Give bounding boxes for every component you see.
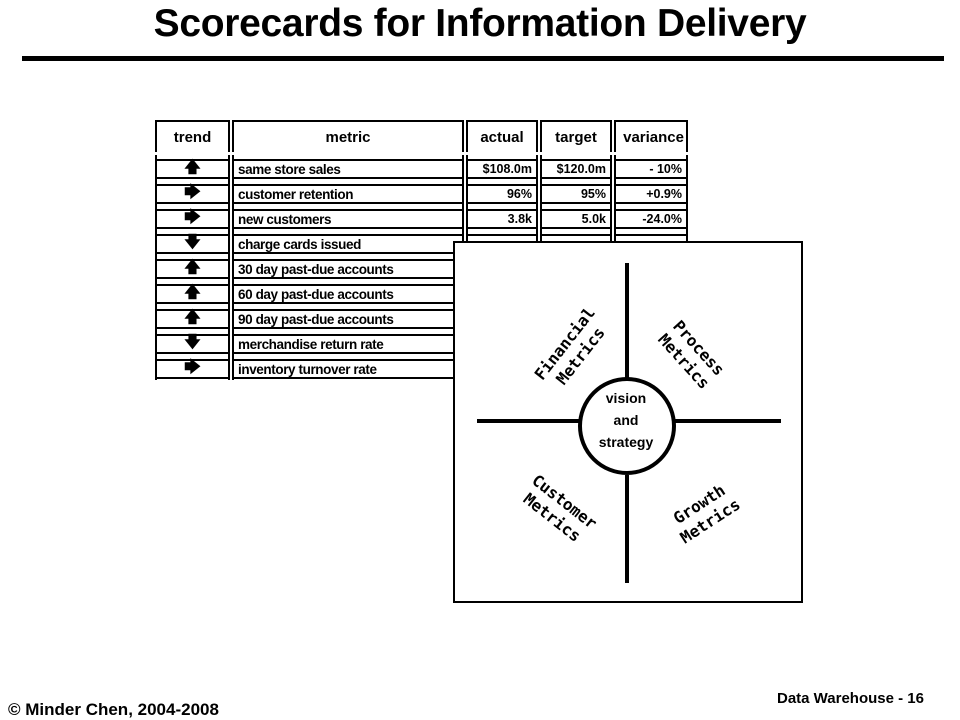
header-trend: trend — [155, 120, 230, 152]
row-1-actual: 96% — [466, 184, 538, 204]
arrow-right-icon: 🡆 — [155, 184, 230, 204]
row-0-actual: $108.0m — [466, 159, 538, 179]
center-line-3: strategy — [598, 434, 654, 450]
vision-and-strategy: vision and strategy — [598, 387, 654, 453]
row-0-target: $120.0m — [540, 159, 612, 179]
row-0-variance: - 10% — [614, 159, 688, 179]
arrow-up-icon: 🡅 — [155, 284, 230, 304]
row-4-metric: 30 day past-due accounts — [232, 259, 464, 279]
row-2-target: 5.0k — [540, 209, 612, 229]
slide-title: Scorecards for Information Delivery — [153, 2, 807, 45]
row-1-target: 95% — [540, 184, 612, 204]
arrow-down-icon: 🡇 — [155, 234, 230, 254]
row-8-metric: inventory turnover rate — [232, 359, 464, 379]
center-line-1: vision — [605, 390, 647, 406]
row-2-variance: -24.0% — [614, 209, 688, 229]
header-metric: metric — [232, 120, 464, 152]
row-2-actual: 3.8k — [466, 209, 538, 229]
row-7-metric: merchandise return rate — [232, 334, 464, 354]
balanced-scorecard-diagram — [453, 241, 803, 603]
arrow-right-icon: 🡆 — [155, 359, 230, 379]
center-line-2: and — [613, 412, 639, 428]
row-1-metric: customer retention — [232, 184, 464, 204]
arrow-up-icon: 🡅 — [155, 259, 230, 279]
row-6-metric: 90 day past-due accounts — [232, 309, 464, 329]
header-variance: variance — [614, 120, 688, 152]
row-1-variance: +0.9% — [614, 184, 688, 204]
page-number-footer: Data Warehouse - 16 — [777, 690, 924, 707]
header-actual: actual — [466, 120, 538, 152]
arrow-up-icon: 🡅 — [155, 159, 230, 179]
row-3-metric: charge cards issued — [232, 234, 464, 254]
copyright-footer: © Minder Chen, 2004-2008 — [8, 700, 219, 719]
arrow-up-icon: 🡅 — [155, 309, 230, 329]
row-0-metric: same store sales — [232, 159, 464, 179]
quadrant-lines — [477, 263, 781, 583]
title-rule — [22, 56, 944, 61]
vision-circle — [578, 377, 676, 475]
arrow-down-icon: 🡇 — [155, 334, 230, 354]
trend-column — [155, 155, 230, 380]
row-2-metric: new customers — [232, 209, 464, 229]
arrow-right-icon: 🡆 — [155, 209, 230, 229]
row-5-metric: 60 day past-due accounts — [232, 284, 464, 304]
header-target: target — [540, 120, 612, 152]
